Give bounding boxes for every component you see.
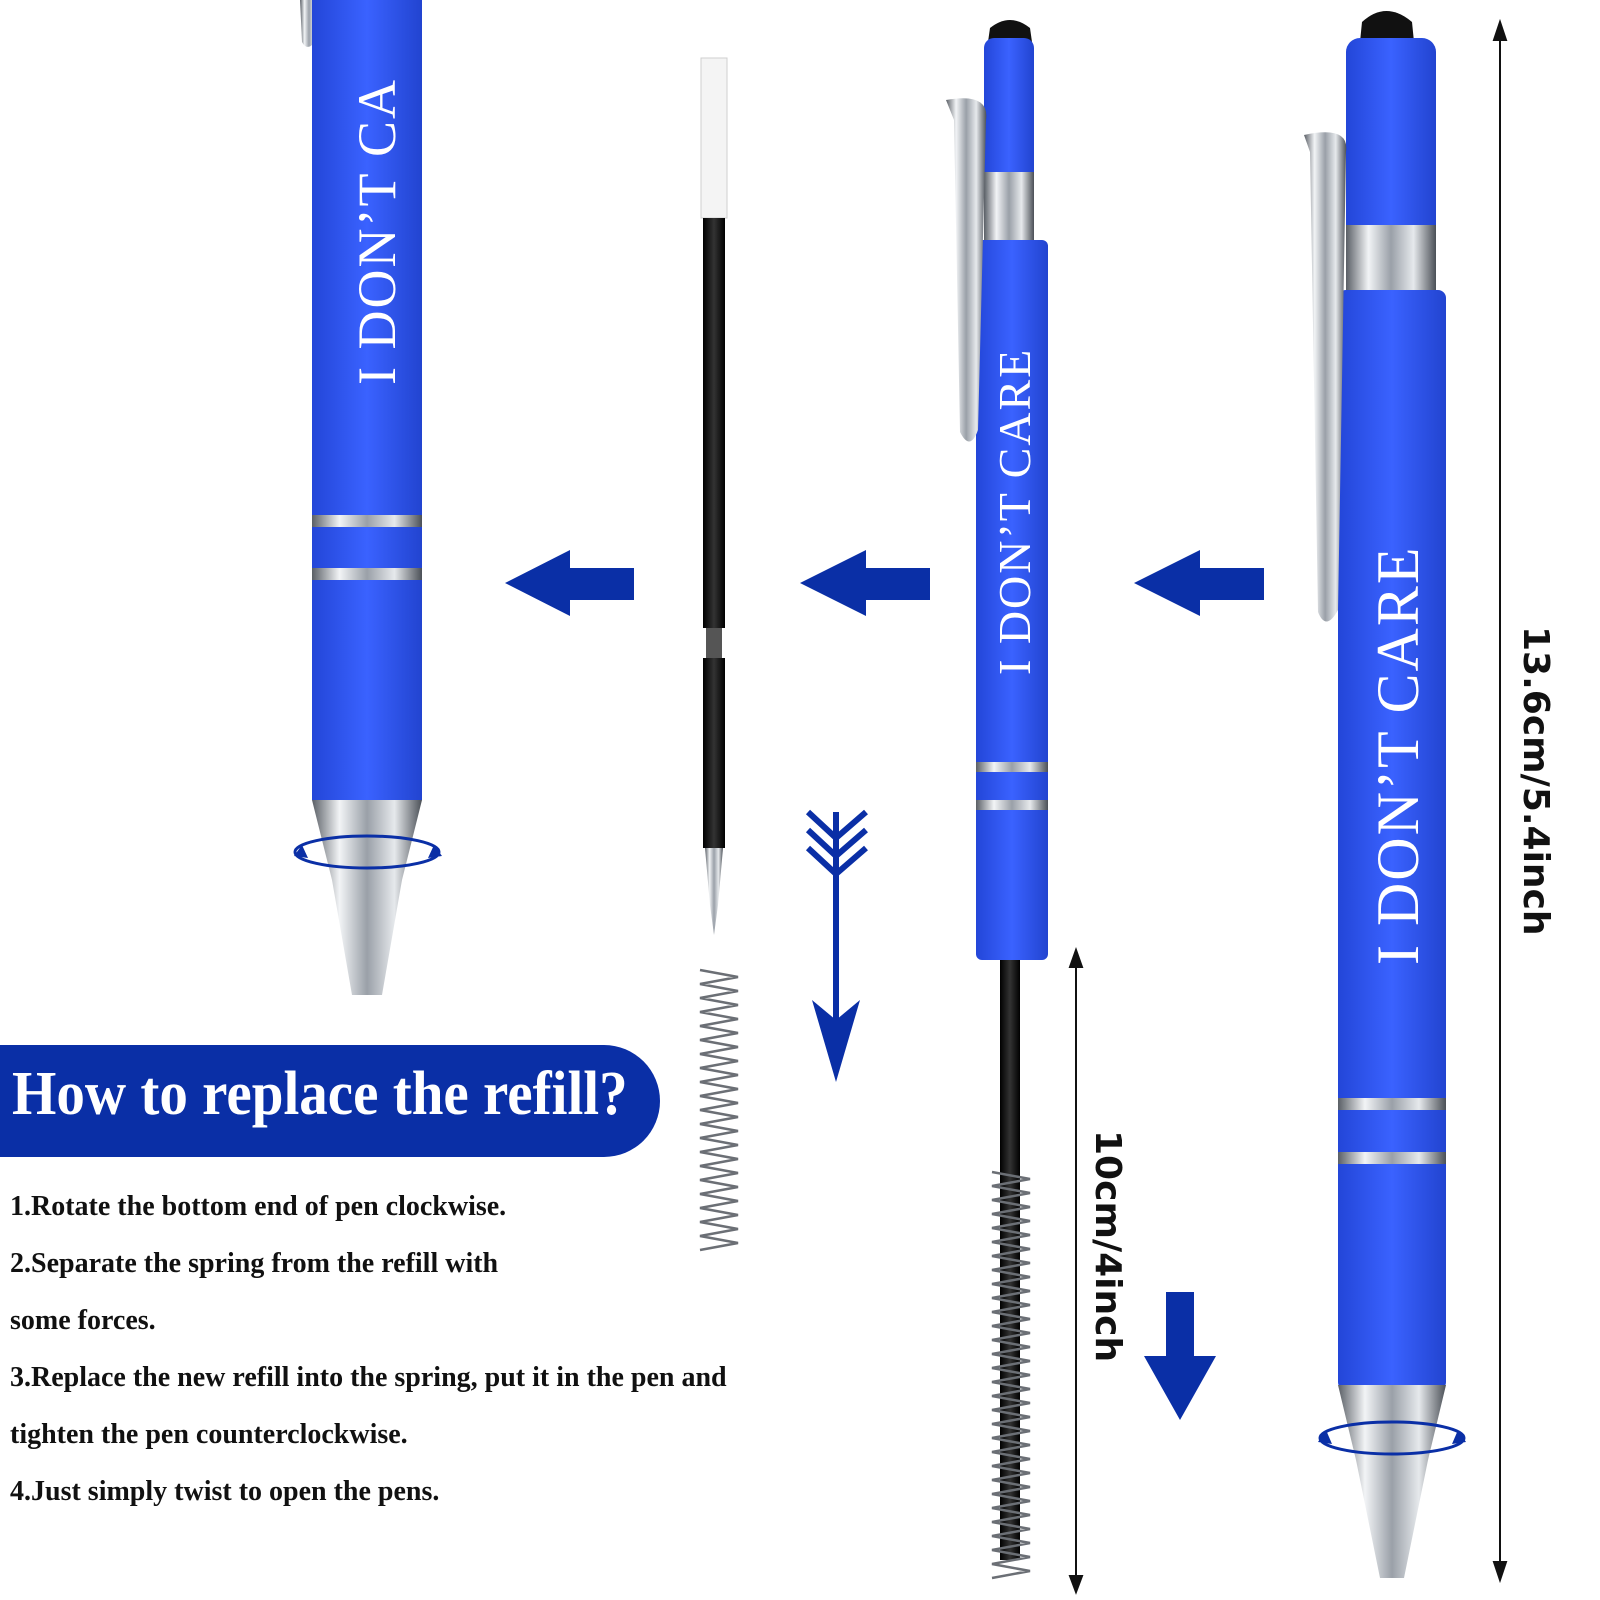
instruction-steps: 1.Rotate the bottom end of pen clockwise… (10, 1178, 910, 1520)
banner-title: How to replace the refill? (12, 1060, 628, 1128)
pen-engraving-left: I DON’T CA (347, 78, 407, 385)
instruction-banner: How to replace the refill? (0, 1045, 660, 1157)
length-label-full: 13.6cm/5.4inch (1515, 626, 1556, 936)
spring (699, 968, 739, 1252)
double-arrow-down-icon (805, 809, 868, 1082)
arrow-left-icon (505, 550, 634, 616)
step-text: tighten the pen counterclockwise. (10, 1419, 408, 1450)
rotate-icon (1318, 1420, 1466, 1456)
refill (700, 57, 728, 935)
arrow-left-icon (800, 550, 930, 616)
arrow-left-icon (1134, 550, 1264, 616)
length-label-refill: 10cm/4inch (1087, 1130, 1128, 1362)
step-text: 4.Just simply twist to open the pens. (10, 1476, 440, 1507)
pen-engraving-right: I DON’T CARE (1365, 545, 1431, 965)
pen-left: I DON’T CA (293, 0, 442, 995)
arrow-down-icon (1144, 1292, 1216, 1420)
step-text: 2.Separate the spring from the refill wi… (10, 1248, 499, 1279)
dimension-line-refill (1068, 946, 1084, 1595)
pen-engraving-middle: I DON’T CARE (989, 348, 1040, 675)
step-text: 3.Replace the new refill into the spring… (10, 1362, 727, 1393)
step-text: some forces. (10, 1305, 156, 1336)
dimension-line-full (1492, 18, 1508, 1584)
step-text: 1.Rotate the bottom end of pen clockwise… (10, 1191, 507, 1222)
pen-right: I DON’T CARE (1304, 11, 1466, 1578)
pen-middle: I DON’T CARE (946, 20, 1048, 1580)
